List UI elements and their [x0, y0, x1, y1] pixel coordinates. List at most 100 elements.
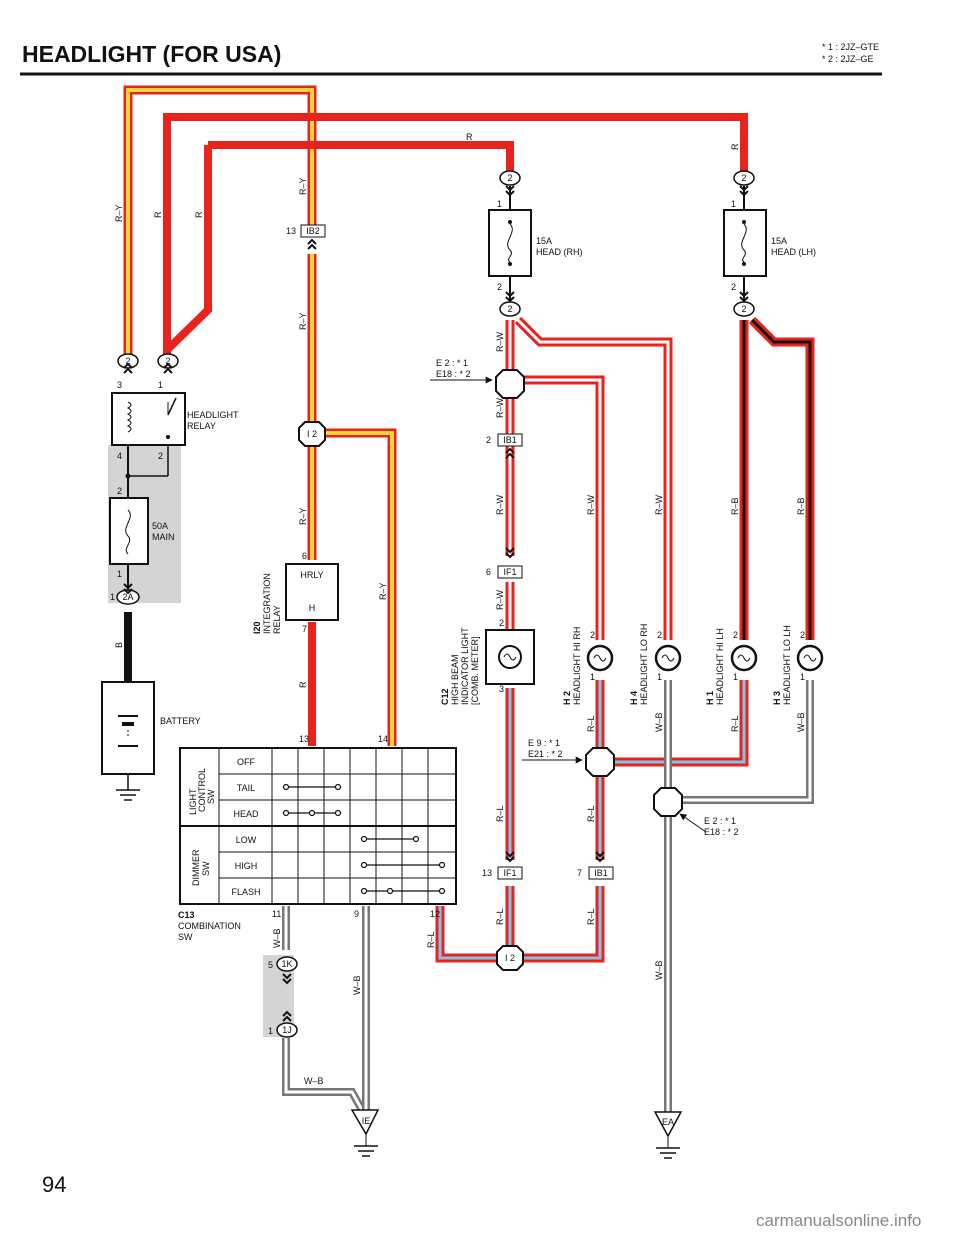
fuse-rh-name: HEAD (RH) — [536, 247, 583, 257]
wire-label-rl-4: R–L — [586, 805, 596, 822]
wire-label-rw-2: R–W — [495, 397, 505, 418]
wire-label-r-1: R — [153, 211, 163, 218]
svg-text:DIMMER: DIMMER — [191, 849, 201, 886]
svg-text:I 2: I 2 — [505, 953, 515, 963]
wire-label-ry-5: R–Y — [378, 582, 388, 600]
wire-label-rb-1: R–B — [730, 497, 740, 515]
wire-labels: R–Y R R R–Y R–Y R–Y R–Y R R R R–W R–W R–… — [114, 132, 806, 1086]
svg-text:2: 2 — [486, 435, 491, 445]
relay-name-1: HEADLIGHT — [187, 410, 239, 420]
svg-text:3: 3 — [499, 684, 504, 694]
svg-text:H 4: H 4 — [629, 691, 639, 705]
svg-text:IB1: IB1 — [594, 868, 608, 878]
svg-text:1: 1 — [158, 380, 163, 390]
svg-text:INTEGRATION: INTEGRATION — [262, 573, 272, 634]
svg-text:2: 2 — [117, 486, 122, 496]
svg-text:H 3: H 3 — [772, 691, 782, 705]
wire-label-r-4: R — [466, 132, 473, 142]
svg-text:13: 13 — [482, 868, 492, 878]
svg-text:13: 13 — [286, 226, 296, 236]
junction-note-low-2: E18 : * 2 — [704, 827, 739, 837]
wire-label-ry-4: R–Y — [298, 507, 308, 525]
svg-text:HIGH BEAM: HIGH BEAM — [450, 654, 460, 705]
svg-text:HIGH: HIGH — [235, 861, 258, 871]
svg-text:2: 2 — [507, 304, 512, 314]
wire-label-wb-5: W–B — [304, 1076, 324, 1086]
wire-label-rb-2: R–B — [796, 497, 806, 515]
svg-text:2: 2 — [741, 173, 746, 183]
svg-text:COMBINATION: COMBINATION — [178, 921, 241, 931]
headlight-bulbs: H 2 HEADLIGHT HI RH H 4 HEADLIGHT LO RH … — [562, 624, 824, 705]
svg-text:HEADLIGHT HI LH: HEADLIGHT HI LH — [715, 628, 725, 705]
high-beam-indicator: C12 HIGH BEAM INDICATOR LIGHT [COMB. MET… — [440, 627, 535, 705]
wire-label-rl-5: R–L — [495, 908, 505, 925]
note-2: * 2 : 2JZ–GE — [822, 54, 874, 64]
fuse-lh-name: HEAD (LH) — [771, 247, 816, 257]
wire-label-r-5: R — [730, 143, 740, 150]
wire-label-ry-3: R–Y — [298, 312, 308, 330]
i2-nodes: I 2 I 2 — [298, 421, 524, 971]
watermark: carmanualsonline.info — [756, 1211, 921, 1230]
wire-label-rl-7: R–L — [426, 931, 436, 948]
svg-text:1: 1 — [800, 672, 805, 682]
svg-text:3: 3 — [117, 380, 122, 390]
svg-text:HEADLIGHT LO RH: HEADLIGHT LO RH — [639, 624, 649, 705]
main-fuse-name: MAIN — [152, 532, 175, 542]
fuse-head-lh: 15A HEAD (LH) — [723, 186, 816, 300]
svg-text:[COMB. METER]: [COMB. METER] — [470, 636, 480, 705]
svg-text:14: 14 — [378, 734, 388, 744]
relay-name-2: RELAY — [187, 421, 216, 431]
wire-rw-group — [505, 316, 673, 640]
wire-label-rl-3: R–L — [495, 805, 505, 822]
fuse-lh-rating: 15A — [771, 236, 787, 246]
wire-label-rl-2: R–L — [730, 715, 740, 732]
wire-label-wb-6: W–B — [654, 960, 664, 980]
junction-note-top-1: E 2 : * 1 — [436, 358, 468, 368]
wire-label-wb-3: W–B — [272, 928, 282, 948]
svg-text:I 2: I 2 — [307, 429, 317, 439]
svg-text:1K: 1K — [281, 959, 292, 969]
svg-text:1: 1 — [590, 672, 595, 682]
page-number: 94 — [42, 1172, 66, 1197]
svg-text:2: 2 — [158, 451, 163, 461]
svg-text:12: 12 — [430, 909, 440, 919]
wire-label-rl-1: R–L — [586, 715, 596, 732]
svg-text:2: 2 — [731, 282, 736, 292]
svg-text:2: 2 — [741, 304, 746, 314]
headlight-relay: HEADLIGHT RELAY — [111, 392, 239, 446]
wire-label-rw-6: R–W — [654, 494, 664, 515]
wire-rb-group — [739, 316, 815, 640]
fuse-rh-rating: 15A — [536, 236, 552, 246]
svg-text:RELAY: RELAY — [272, 605, 282, 634]
svg-text:7: 7 — [577, 868, 582, 878]
svg-text:OFF: OFF — [237, 757, 255, 767]
svg-text:IE: IE — [362, 1116, 371, 1126]
junction-2-ovals: 2 2 2 2 2 2 2A 1K 1J — [116, 170, 755, 1038]
svg-text:H: H — [309, 603, 316, 613]
note-1: * 1 : 2JZ–GTE — [822, 42, 879, 52]
wire-label-rw-5: R–W — [586, 494, 596, 515]
battery: BATTERY — [101, 681, 201, 801]
svg-text:INDICATOR LIGHT: INDICATOR LIGHT — [460, 627, 470, 705]
svg-text:6: 6 — [486, 567, 491, 577]
wire-label-wb-2: W–B — [796, 712, 806, 732]
relay-junction-dot — [125, 473, 131, 479]
svg-text:I20: I20 — [252, 621, 262, 634]
svg-text:2: 2 — [800, 630, 805, 640]
wire-label-r-3: R — [298, 681, 308, 688]
wire-label-wb-4: W–B — [352, 975, 362, 995]
svg-text:HEADLIGHT HI RH: HEADLIGHT HI RH — [572, 627, 582, 705]
wire-label-wb-1: W–B — [654, 712, 664, 732]
battery-label: BATTERY — [160, 716, 201, 726]
svg-text:C13: C13 — [178, 910, 195, 920]
svg-text:1J: 1J — [282, 1025, 292, 1035]
pin-numbers: 3 1 4 2 2 1 1 13 6 7 13 14 11 9 12 5 1 1… — [110, 199, 805, 1036]
svg-text:1: 1 — [497, 199, 502, 209]
junction-note-mid-1: E 9 : * 1 — [528, 738, 560, 748]
svg-text:C12: C12 — [440, 688, 450, 705]
svg-text:1: 1 — [268, 1026, 273, 1036]
wire-label-ry-1: R–Y — [114, 204, 124, 222]
svg-text:TAIL: TAIL — [237, 783, 255, 793]
svg-text:11: 11 — [272, 909, 281, 919]
svg-text:1: 1 — [733, 672, 738, 682]
